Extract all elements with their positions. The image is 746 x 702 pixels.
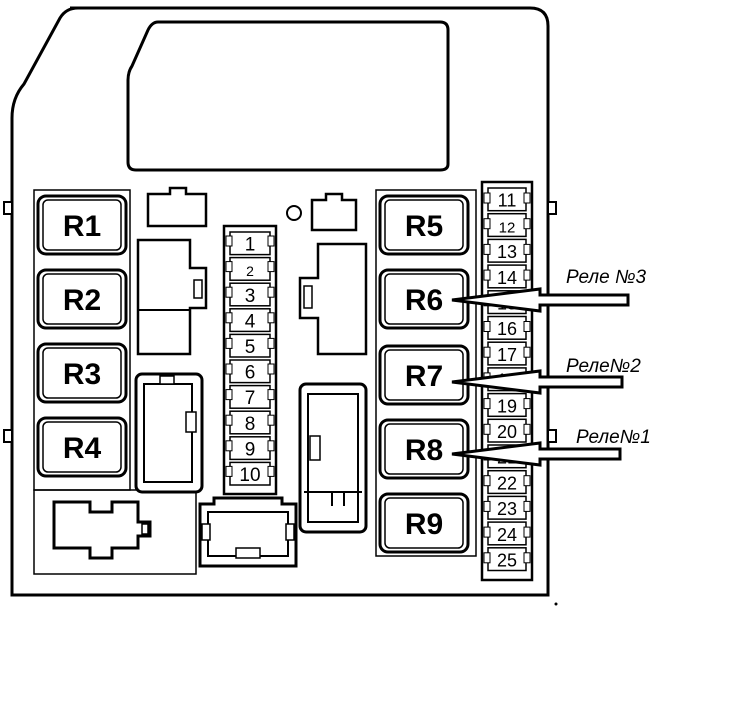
fuse-slot: 13 [483,238,531,263]
fuse-slot: 5 [225,333,275,358]
relay-label: R9 [405,508,443,541]
fuse-number: 20 [497,422,517,442]
relay-r3: R3 [36,342,128,404]
connector-left-lower [134,372,204,494]
relay-label: R1 [63,210,101,243]
annotation-label: Реле №3 [566,267,647,288]
fuse-slot: 8 [225,410,275,435]
arrow [451,441,622,467]
relay-r9: R9 [378,492,470,554]
fuse-slot: 4 [225,308,275,332]
relay-label: R8 [405,434,443,467]
fuse-column-left: 1 2 3 4 5 6 7 8 9 10 [225,231,275,486]
fuse-slot: 6 [225,359,275,384]
mount-tab [3,201,13,215]
fuse-slot: 9 [225,436,275,460]
mount-tab [3,429,13,443]
top-window [126,20,450,172]
fuse-slot: 10 [225,461,275,486]
relay-r1: R1 [36,194,128,256]
small-connector-top-right [310,192,358,232]
relay-label: R4 [63,432,102,465]
connector-bottom-center [198,496,298,568]
fuse-number: 8 [245,414,256,435]
fuse-number: 16 [497,319,517,339]
connector-right-lower [298,382,368,534]
annotation-r6: Реле №3 [451,267,647,313]
fuse-number: 2 [246,263,254,279]
bottom-left-connector [52,500,152,560]
fuse-number: 12 [499,219,516,236]
annotation-r7: Реле№2 [451,356,641,395]
fuse-slot: 3 [225,282,275,307]
fuse-number: 1 [245,235,256,256]
relay-label: R7 [405,360,443,393]
relay-r5: R5 [378,194,470,256]
fuse-number: 3 [245,286,256,307]
connector-right-upper [298,242,368,356]
fuse-number: 22 [497,473,517,493]
fuse-slot: 1 [225,231,275,256]
fuse-number: 10 [239,465,260,486]
arrow [451,369,624,395]
relay-label: R5 [405,210,443,243]
annotation-label: Реле№2 [566,356,641,377]
fuse-number: 14 [497,268,517,288]
bottom-left-frame [33,489,197,575]
fuse-number: 9 [245,439,256,460]
relay-label: R3 [63,358,101,391]
fuse-number: 25 [497,551,517,571]
relay-label: R6 [405,284,443,317]
fuse-number: 17 [497,345,517,365]
fuse-number: 23 [497,499,517,519]
annotation-label: Реле№1 [576,427,651,448]
fuse-slot: 23 [483,495,531,520]
fuse-slot: 17 [483,341,531,366]
fuse-slot: 16 [483,315,531,340]
fuse-slot: 12 [483,212,531,238]
fuse-number: 5 [245,337,256,358]
fuse-slot: 22 [483,469,531,495]
fuse-slot: 11 [483,187,531,212]
relay-r2: R2 [36,268,128,330]
fuse-number: 24 [497,525,517,545]
relay-r7: R7 [378,344,470,406]
relay-r4: R4 [36,416,128,478]
fuse-slot: 7 [225,384,275,409]
mount-tab [547,201,557,215]
relay-label: R2 [63,284,101,317]
annotation-r8: Реле№1 [451,427,651,467]
fuse-slot: 14 [483,264,531,289]
fuse-column-right: 111213141516171819202122232425 [483,187,531,572]
arrow [451,287,630,313]
fuse-number: 13 [497,242,517,262]
fuse-slot: 25 [483,547,531,572]
fuse-number: 19 [497,396,517,416]
fuse-number: 4 [245,311,256,332]
connector-left-upper [136,238,208,356]
mount-tab [547,429,557,443]
small-connector-top-left [146,186,208,228]
relay-r8: R8 [378,418,470,480]
right-relay-frame [375,189,477,557]
fuse-slot: 19 [483,392,531,418]
fuse-number: 7 [245,388,256,409]
mounting-hole [286,205,302,221]
fuse-slot: 24 [483,521,531,546]
fuse-number: 11 [498,191,517,211]
fuse-slot: 2 [225,256,275,281]
fuse-slot: 20 [483,418,531,443]
fuse-number: 6 [245,363,256,384]
